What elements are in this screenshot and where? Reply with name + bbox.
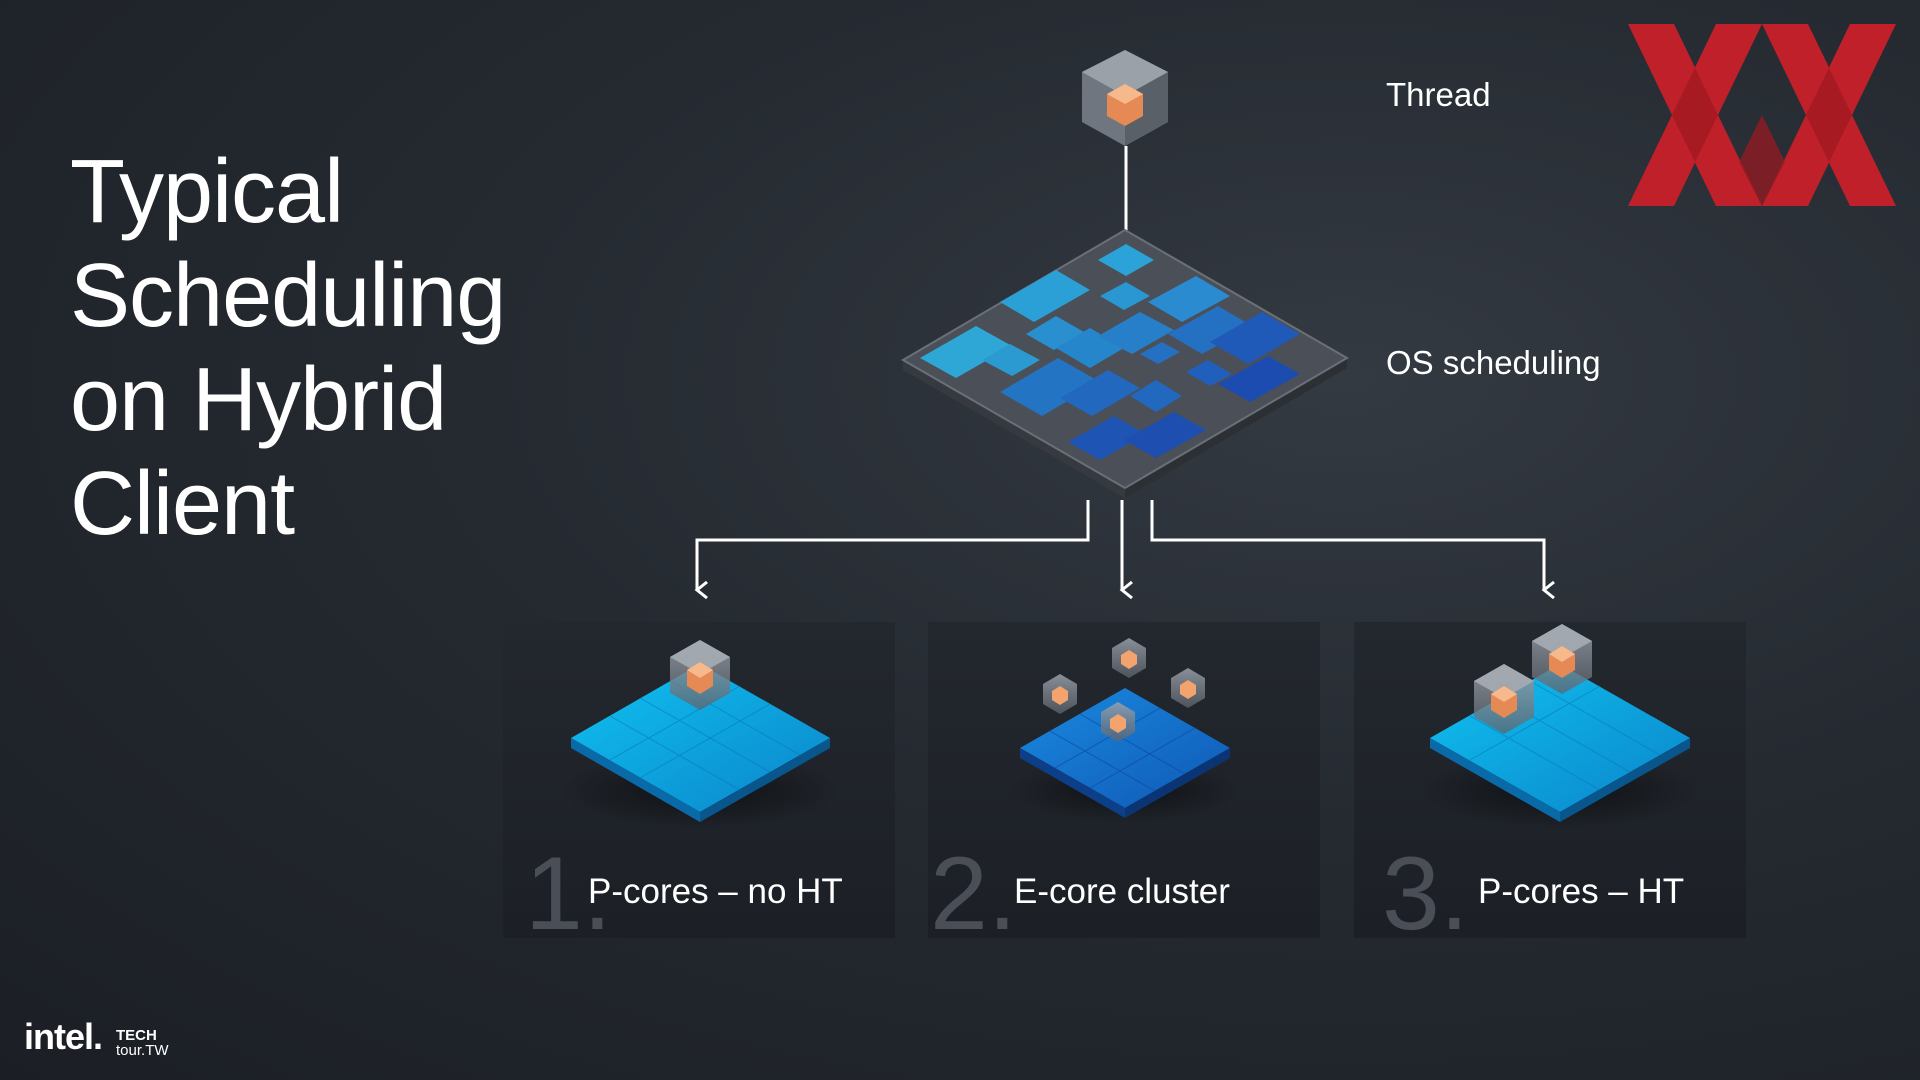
option-label: E-core cluster	[1014, 872, 1230, 911]
title-line-4: Client	[70, 454, 295, 554]
title-line-2: Scheduling	[70, 246, 506, 346]
e-core-thread-cube-icon	[1101, 702, 1135, 742]
slide-title: Typical Scheduling on Hybrid Client	[70, 140, 590, 556]
option-number: 3.	[1382, 836, 1469, 952]
os-scheduling-grid-icon	[901, 228, 1349, 498]
option-number: 1.	[525, 836, 612, 952]
e-core-chip-icon	[1010, 638, 1240, 822]
option-label: P-cores – no HT	[588, 872, 843, 911]
os-scheduling-label: OS scheduling	[1386, 344, 1601, 381]
e-core-thread-cube-icon	[1112, 638, 1146, 678]
arrow-to-p-cores-no-ht	[697, 500, 1090, 590]
thread-label: Thread	[1386, 76, 1491, 113]
p-core-ht-chip-icon	[1420, 624, 1700, 828]
branch-arrows	[697, 500, 1544, 590]
p-core-chip-icon	[560, 640, 840, 828]
event-logo-line-2: tour.TW	[116, 1042, 169, 1059]
option-label: P-cores – HT	[1478, 872, 1685, 911]
option-panel-e-core-cluster: 2. E-core cluster	[928, 622, 1320, 946]
event-logo: TECH tour.TW	[116, 1028, 169, 1058]
arrow-to-p-cores-ht	[1150, 500, 1544, 590]
option-number: 2.	[930, 836, 1017, 952]
e-core-thread-cube-icon	[1043, 674, 1077, 714]
title-line-3: on Hybrid	[70, 350, 447, 450]
e-core-thread-cube-icon	[1171, 668, 1205, 708]
thread-cube-icon	[1082, 50, 1168, 146]
title-line-1: Typical	[70, 142, 344, 242]
watermark-logo-icon	[1628, 24, 1896, 206]
intel-logo: intel.	[24, 1016, 103, 1057]
footer-branding: intel. TECH tour.TW	[24, 1016, 169, 1058]
event-logo-line-1: TECH	[116, 1027, 157, 1044]
